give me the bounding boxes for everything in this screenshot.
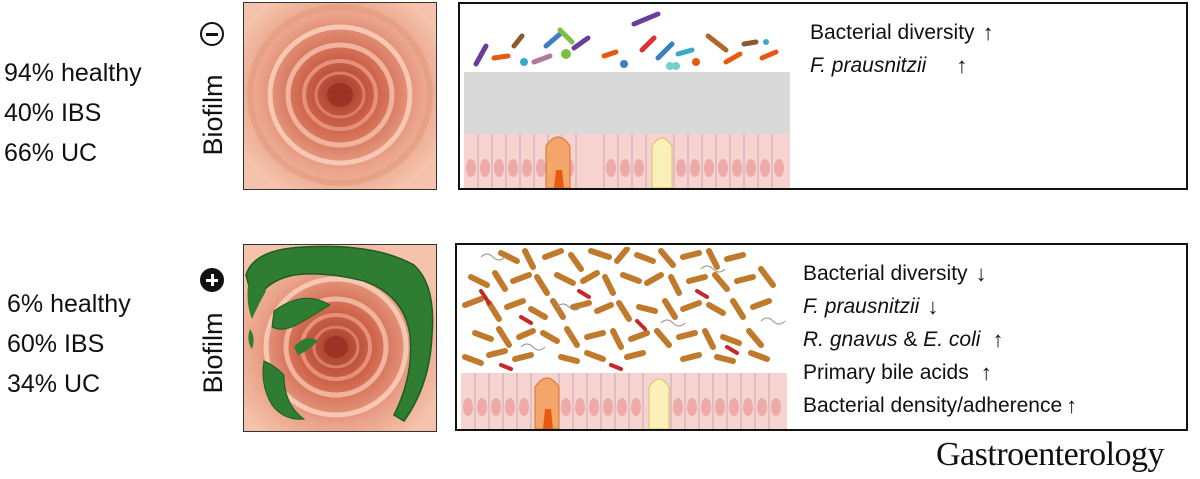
biofilm-label-negative: Biofilm [198,74,228,156]
finding-r-gnavus-e-coli: R. gnavus & E. coli ↑ [803,323,1077,356]
colon-image-biofilm [243,244,437,432]
stats-biofilm-positive: 6% healthy 60% IBS 34% UC [7,284,131,404]
mucosa-panel-positive: Bacterial diversity ↓ F. prausnitzii ↓ R… [455,243,1188,431]
stat-healthy: 6% healthy [7,290,131,318]
finding-f-prausnitzii: F. prausnitzii ↓ [803,290,1077,323]
finding-primary-bile-acids: Primary bile acids ↑ [803,356,1077,389]
mucosa-panel-negative: Bacterial diversity ↑ F. prausnitzii ↑ [458,2,1188,190]
stats-biofilm-negative: 94% healthy 40% IBS 66% UC [4,53,142,173]
up-arrow-icon: ↑ [992,327,1004,352]
stat-healthy: 94% healthy [4,59,142,87]
stat-uc: 34% UC [7,370,101,398]
down-arrow-icon: ↓ [975,261,987,286]
minus-sign-icon [200,22,224,46]
down-arrow-icon: ↓ [927,294,939,319]
plus-sign-icon [200,268,224,292]
finding-text: Bacterial density/adherence [803,394,1063,417]
findings-list-negative: Bacterial diversity ↑ F. prausnitzii ↑ [810,16,994,82]
finding-text: F. prausnitzii [810,54,927,77]
biofilm-label-positive: Biofilm [198,312,228,394]
finding-f-prausnitzii: F. prausnitzii ↑ [810,49,994,82]
mucosa-illustration-negative [464,11,790,188]
colon-lumen-icon [244,3,436,189]
finding-text: Bacterial diversity [810,21,975,44]
up-arrow-icon: ↑ [956,53,968,78]
finding-bacterial-density-adherence: Bacterial density/adherence ↑ [803,389,1077,422]
colon-image-no-biofilm [243,2,437,190]
mucosa-illustration-positive [461,247,787,429]
finding-text: F. prausnitzii [803,295,920,318]
finding-text: Bacterial diversity [803,262,968,285]
finding-text-ampersand: & [897,328,924,351]
finding-bacterial-diversity: Bacterial diversity ↑ [810,16,994,49]
stat-ibs: 40% IBS [4,99,102,127]
finding-text: Primary bile acids [803,361,969,384]
finding-bacterial-diversity: Bacterial diversity ↓ [803,257,1077,290]
up-arrow-icon: ↑ [1066,393,1078,418]
up-arrow-icon: ↑ [982,20,994,45]
stat-uc: 66% UC [4,139,98,167]
finding-text-e-coli: E. coli [923,328,981,351]
stat-ibs: 60% IBS [7,330,105,358]
up-arrow-icon: ↑ [980,360,992,385]
findings-list-positive: Bacterial diversity ↓ F. prausnitzii ↓ R… [803,257,1077,422]
colon-lumen-biofilm-icon [244,245,436,431]
journal-logo: Gastroenterology [936,436,1165,473]
finding-text-r-gnavus: R. gnavus [803,328,898,351]
